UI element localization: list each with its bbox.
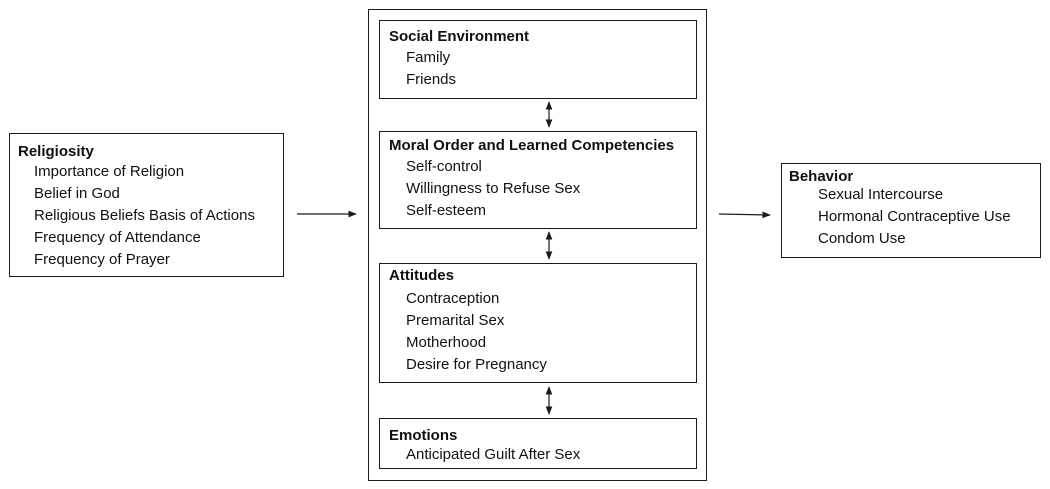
social-environment-box [379,20,697,99]
behavior-item-hormonal: Hormonal Contraceptive Use [818,208,1011,225]
moral-order-item-self-control: Self-control [406,158,482,175]
moral-order-title: Moral Order and Learned Competencies [389,137,675,154]
religiosity-item-attendance: Frequency of Attendance [34,229,201,246]
attitudes-title: Attitudes [389,267,454,284]
attitudes-item-motherhood: Motherhood [406,334,487,351]
behavior-item-intercourse: Sexual Intercourse [818,186,944,203]
attitudes-box [379,263,697,383]
religiosity-item-prayer: Frequency of Prayer [34,251,170,268]
social-environment-item-friends: Friends [406,71,457,88]
emotions-box [379,418,697,469]
behavior-box [781,163,1041,258]
social-environment-item-family: Family [406,49,451,66]
social-environment-title: Social Environment [389,28,530,45]
emotions-title: Emotions [389,427,458,444]
behavior-title: Behavior [789,168,854,185]
moral-order-item-self-esteem: Self-esteem [406,202,487,219]
religiosity-box [9,133,284,277]
emotions-item-guilt: Anticipated Guilt After Sex [406,446,581,463]
attitudes-item-contraception: Contraception [406,290,500,307]
religiosity-item-beliefs-basis: Religious Beliefs Basis of Actions [34,207,255,224]
behavior-item-condom: Condom Use [818,230,906,247]
arrow-mediators-to-behavior [718,211,771,219]
moral-order-item-refuse-sex: Willingness to Refuse Sex [406,180,581,197]
attitudes-item-desire-pregnancy: Desire for Pregnancy [406,356,547,373]
religiosity-item-belief-in-god: Belief in God [34,185,120,202]
religiosity-title: Religiosity [18,143,94,160]
moral-order-box [379,131,697,229]
religiosity-item-importance: Importance of Religion [34,163,185,180]
attitudes-item-premarital-sex: Premarital Sex [406,312,505,329]
